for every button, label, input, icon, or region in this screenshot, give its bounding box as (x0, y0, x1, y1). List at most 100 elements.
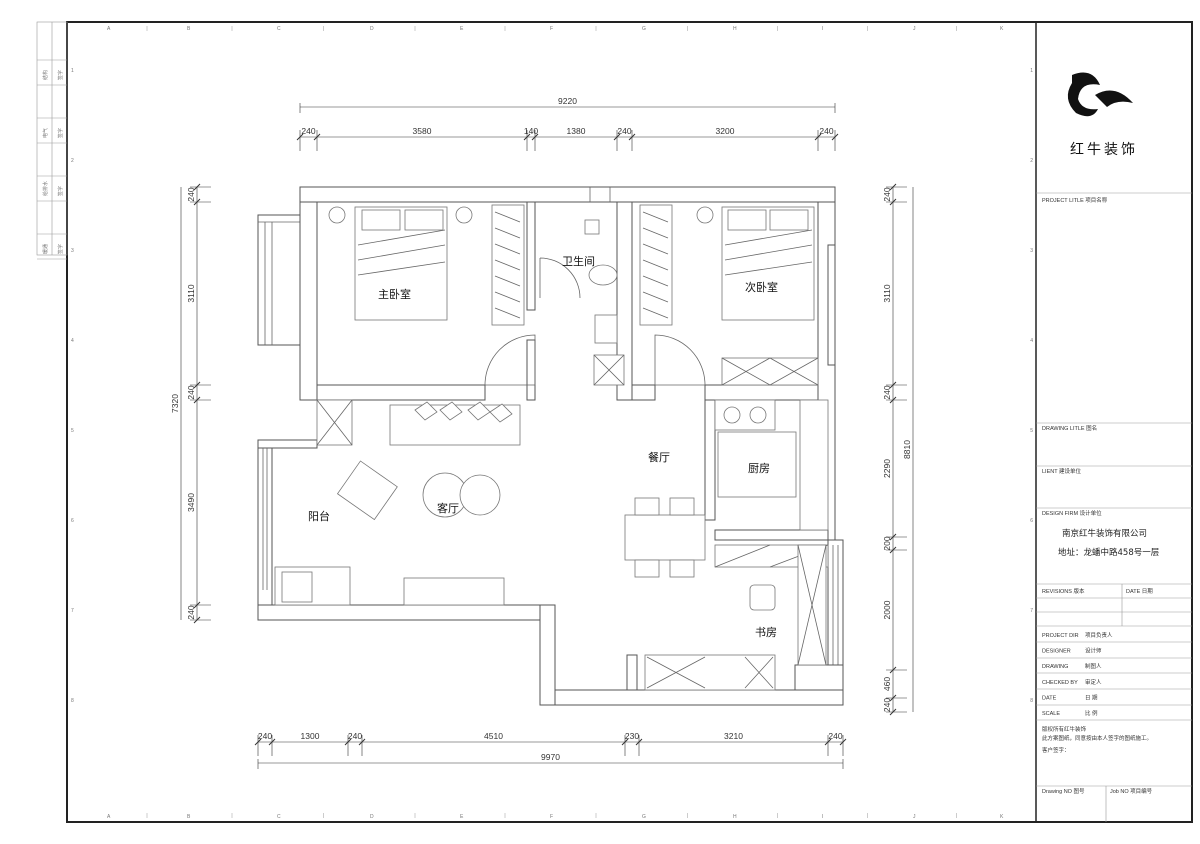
dimension-label: 240 (882, 385, 892, 399)
copyright-note: 版权所有红牛装饰 (1042, 725, 1087, 733)
ruler-letter: C (277, 26, 281, 32)
job-no-label: Job NO 项目编号 (1110, 787, 1153, 795)
title-row-label: DRAWING (1042, 664, 1068, 670)
label-study: 书房 (755, 626, 777, 639)
ruler-letter: A (107, 26, 111, 32)
revision-date-label: DATE 日期 (1126, 588, 1153, 595)
ruler-number: 7 (1030, 608, 1033, 614)
ruler-letter: C (277, 814, 281, 820)
dimension-label: 3490 (186, 493, 196, 512)
ruler-letter: J (913, 26, 916, 32)
ruler-letter: D (370, 26, 374, 32)
title-row-label-zh: 项目负责人 (1085, 631, 1113, 639)
ruler-letter: G (642, 26, 646, 32)
ruler-number: 6 (1030, 518, 1033, 524)
ruler-number: 5 (1030, 428, 1033, 434)
title-row-label-zh: 比 例 (1085, 709, 1098, 717)
ruler-letter: B (187, 814, 191, 820)
ruler-number: 6 (71, 518, 74, 524)
dimension-label: 3110 (186, 284, 196, 303)
ruler-letter: J (913, 814, 916, 820)
drawing-no-label: Drawing NO 图号 (1042, 787, 1085, 795)
dimension-label: 2290 (882, 459, 892, 478)
revisions-label: REVISIONS 版本 (1042, 587, 1085, 595)
strip-sign: 签字 (57, 244, 64, 254)
dimension-label: 240 (258, 731, 272, 741)
dimension-label: 2000 (882, 600, 892, 619)
dimension-label: 1300 (301, 731, 320, 741)
dimension-label: 240 (828, 731, 842, 741)
dimension-label: 200 (882, 536, 892, 550)
strip-discipline: 给排水 (42, 181, 49, 196)
ruler-number: 2 (1030, 158, 1033, 164)
label-living: 客厅 (437, 501, 459, 515)
label-bathroom: 卫生间 (562, 254, 595, 268)
label-balcony: 阳台 (308, 509, 330, 523)
title-row-label-zh: 制图人 (1085, 662, 1102, 670)
company-address: 地址：龙蟠中路458号一层 (1058, 547, 1159, 558)
ruler-letter: H (733, 814, 737, 820)
dimension-label: 4510 (484, 731, 503, 741)
title-row-label: SCALE (1042, 711, 1060, 717)
strip-discipline: 电气 (42, 128, 49, 138)
strip-discipline: 结构 (42, 70, 49, 80)
ruler-letter: A (107, 814, 111, 820)
ruler-number: 2 (71, 158, 74, 164)
dimension-total: 8810 (902, 440, 912, 459)
ruler-number: 5 (71, 428, 74, 434)
ruler-number: 8 (1030, 698, 1033, 704)
dimension-label: 240 (186, 605, 196, 619)
dimension-label: 240 (348, 731, 362, 741)
strip-sign: 签字 (57, 70, 64, 80)
drawing-title-label: DRAWING LITLE 图名 (1042, 424, 1097, 432)
client-signature-label: 客户签字： (1042, 746, 1070, 754)
approval-note: 此方案图纸，同意按由本人签字的图纸施工。 (1042, 734, 1152, 742)
ruler-letter: I (822, 26, 823, 32)
dimension-total: 9220 (558, 96, 577, 106)
title-row-label-zh: 日 期 (1085, 694, 1098, 701)
dimension-label: 240 (186, 187, 196, 201)
ruler-letter: F (550, 814, 553, 820)
strip-sign: 签字 (57, 186, 64, 196)
ruler-letter: E (460, 814, 464, 820)
brand-logo: 红牛装饰 (1067, 72, 1135, 158)
company-name: 南京红牛装饰有限公司 (1062, 528, 1147, 539)
ruler-letter: D (370, 814, 374, 820)
ruler-number: 1 (1030, 68, 1033, 74)
ruler-letter: B (187, 26, 191, 32)
title-row-label: PROJECT DIR (1042, 633, 1079, 639)
strip-discipline: 暖通 (42, 244, 49, 254)
ruler-number: 3 (71, 248, 74, 254)
ruler-number: 1 (71, 68, 74, 74)
label-second-bedroom: 次卧室 (745, 280, 778, 294)
ruler-number: 3 (1030, 248, 1033, 254)
ruler-letter: K (1000, 26, 1004, 32)
label-kitchen: 厨房 (748, 462, 770, 475)
left-sign-strip: 结构签字电气签字给排水签字暖通签字 (36, 21, 68, 260)
ruler-number: 8 (71, 698, 74, 704)
dimension-label: 3210 (724, 731, 743, 741)
ruler-number: 7 (71, 608, 74, 614)
design-firm-label: DESIGN FIRM 设计单位 (1042, 509, 1102, 517)
dimension-total: 7320 (170, 394, 180, 413)
room-labels: 主卧室 卫生间 次卧室 餐厅 厨房 客厅 阳台 书房 (308, 254, 778, 639)
dimension-label: 3200 (716, 126, 735, 136)
strip-sign: 签字 (57, 128, 64, 138)
label-master-bedroom: 主卧室 (378, 287, 411, 301)
dimension-total: 9970 (541, 752, 560, 762)
dimension-label: 240 (819, 126, 833, 136)
dimension-label: 460 (882, 677, 892, 691)
title-row-label: DATE (1042, 695, 1057, 701)
title-row-label: CHECKED BY (1042, 680, 1078, 686)
dimension-label: 240 (882, 698, 892, 712)
walls (257, 186, 844, 706)
title-row-label-zh: 设计师 (1085, 647, 1102, 655)
dimension-label: 240 (186, 385, 196, 399)
dimension-label: 240 (301, 126, 315, 136)
dimension-label: 240 (617, 126, 631, 136)
dimension-label: 230 (625, 731, 639, 741)
ruler-letter: H (733, 26, 737, 32)
